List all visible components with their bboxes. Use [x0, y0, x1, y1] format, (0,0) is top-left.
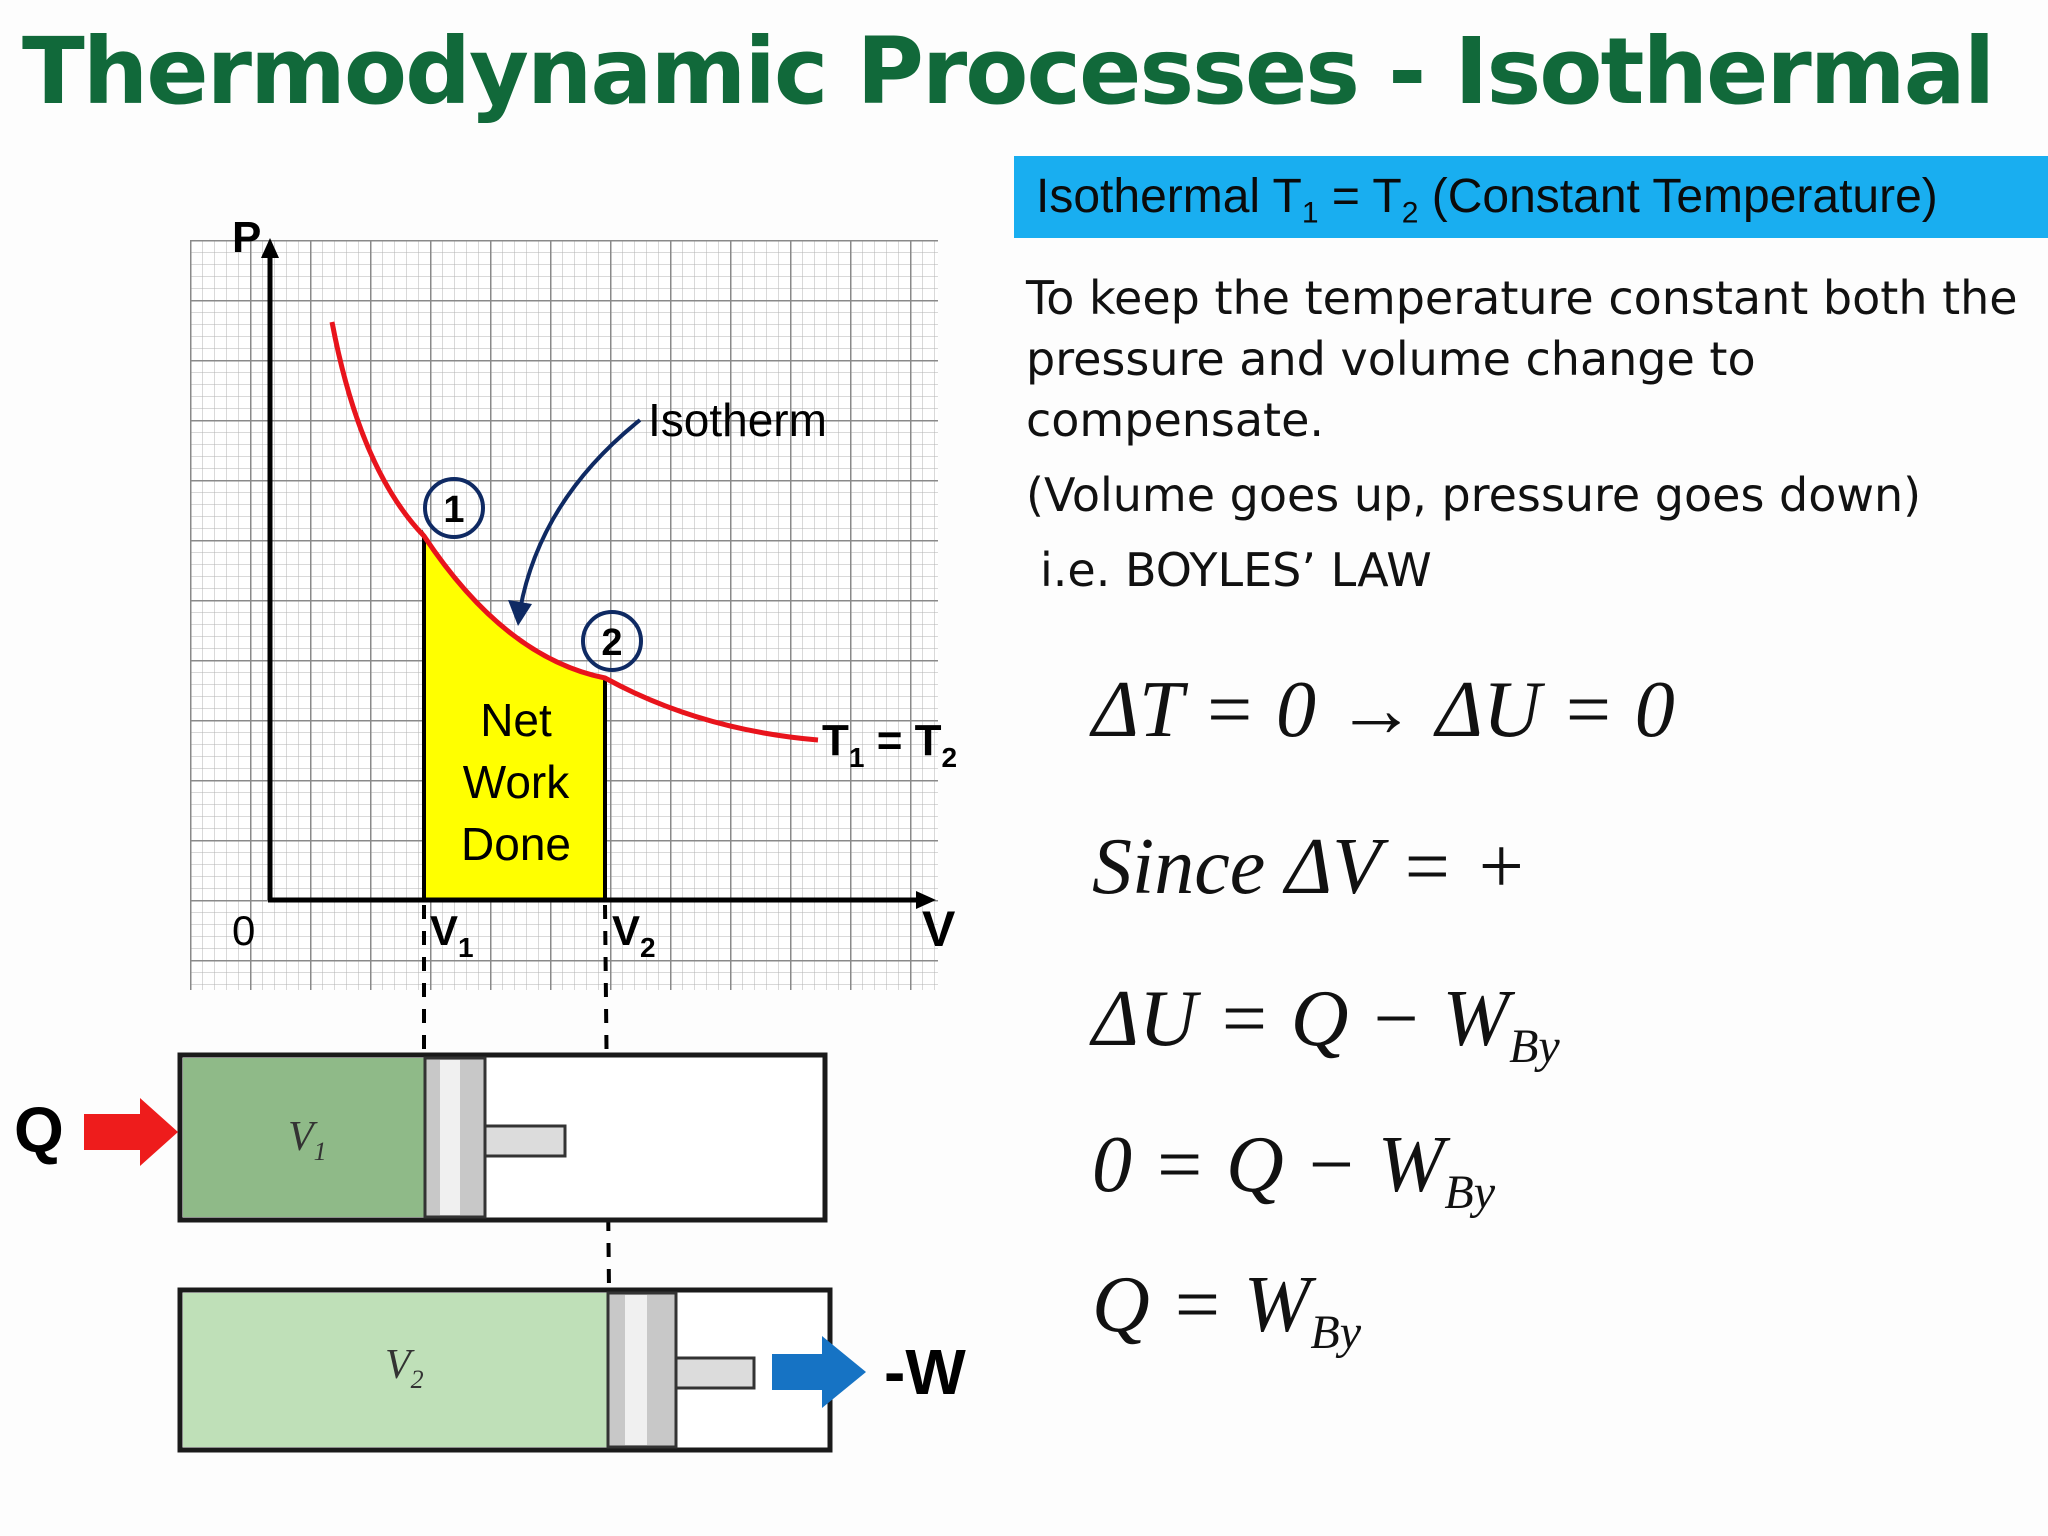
equation-result: Q = WBy — [1092, 1260, 1361, 1360]
y-axis-arrowhead — [261, 238, 279, 258]
volume-axis-label: V — [922, 901, 956, 957]
v1-label: V1 — [430, 907, 474, 963]
isothermal-banner: Isothermal T1 = T2 (Constant Temperature… — [1014, 156, 2048, 238]
temperature-end-equals: = T — [864, 716, 941, 765]
heat-label: Q — [14, 1094, 64, 1166]
banner-t2-subscript: 2 — [1401, 196, 1419, 230]
cylinder-2-volume-subscript: 2 — [411, 1365, 424, 1394]
description-paragraph-1: To keep the temperature constant both th… — [1026, 271, 2018, 447]
description: To keep the temperature constant both th… — [1026, 268, 2026, 601]
x-axis-arrowhead — [916, 891, 936, 909]
equation-delta-t: ΔT = 0 → ΔU = 0 — [1092, 666, 1675, 754]
v2-label: V2 — [612, 907, 656, 963]
v1-label-subscript: 1 — [458, 932, 474, 963]
work-label: -W — [884, 1336, 966, 1408]
cylinder-2-rod — [674, 1356, 756, 1390]
cylinder-1-gas — [183, 1058, 425, 1217]
cylinder-2-piston-highlight — [625, 1295, 647, 1445]
cylinder-2-volume-label: V2 — [385, 1342, 424, 1394]
banner-prefix: Isothermal T — [1036, 170, 1302, 223]
cylinder-2-gas — [183, 1293, 608, 1447]
point-1-label: 1 — [443, 489, 464, 531]
cylinder-1-volume-subscript: 1 — [314, 1137, 327, 1166]
isotherm-curve — [329, 321, 819, 743]
temperature-end-label: T1 = T2 — [822, 716, 957, 773]
temperature-end-t2-subscript: 2 — [942, 742, 958, 773]
origin-label: 0 — [232, 907, 255, 954]
description-paragraph-2: (Volume goes up, pressure goes down) — [1026, 468, 1922, 522]
banner-t1-subscript: 1 — [1301, 196, 1319, 230]
net-work-label-line-1: Net — [480, 694, 552, 746]
cylinder-1-volume-label: V1 — [288, 1114, 327, 1166]
equation-first-law: ΔU = Q − WBy — [1092, 974, 1560, 1074]
work-arrow — [772, 1336, 866, 1408]
equation-zero-main: 0 = Q − W — [1092, 1121, 1445, 1209]
heat-arrow — [84, 1098, 178, 1166]
isotherm-pointer-arrow — [518, 418, 642, 611]
point-2-marker — [581, 610, 643, 672]
v2-label-main: V — [612, 907, 640, 954]
slide-title: Thermodynamic Processes - Isothermal — [22, 18, 1995, 125]
v1-label-main: V — [430, 907, 458, 954]
point-1-marker — [423, 477, 485, 539]
temperature-end-t1-subscript: 1 — [849, 742, 865, 773]
equation-first-law-subscript: By — [1509, 1020, 1560, 1073]
graph-grid — [190, 240, 938, 990]
net-work-label-line-2: Work — [463, 756, 570, 808]
equation-result-subscript: By — [1310, 1306, 1362, 1359]
cylinder-state-2: V2 — [177, 1287, 833, 1453]
cylinder-1-rod — [483, 1124, 567, 1158]
v2-label-subscript: 2 — [640, 932, 656, 963]
isotherm-pointer-arrowhead — [508, 600, 532, 626]
equation-since: Since ΔV = + — [1092, 823, 1528, 911]
pressure-axis-label: P — [232, 213, 261, 262]
banner-suffix: (Constant Temperature) — [1418, 170, 1938, 223]
equation-zero-subscript: By — [1444, 1166, 1496, 1219]
equation-result-main: Q = W — [1092, 1261, 1311, 1349]
cylinder-1-piston-highlight — [440, 1060, 460, 1215]
temperature-end-t1: T — [822, 716, 849, 765]
equation-first-law-main: ΔU = Q − W — [1092, 975, 1510, 1063]
cylinder-state-1: V1 — [177, 1052, 828, 1223]
banner-equals: = T — [1318, 170, 1402, 223]
cylinder-2-volume-main: V — [385, 1342, 415, 1388]
equation-zero: 0 = Q − WBy — [1092, 1120, 1495, 1220]
isotherm-label: Isotherm — [648, 394, 827, 446]
cylinder-1-volume-main: V — [288, 1114, 318, 1160]
point-2-label: 2 — [601, 622, 622, 664]
description-paragraph-3: i.e. BOYLES’ LAW — [1040, 543, 1432, 597]
net-work-label-line-3: Done — [461, 818, 571, 870]
